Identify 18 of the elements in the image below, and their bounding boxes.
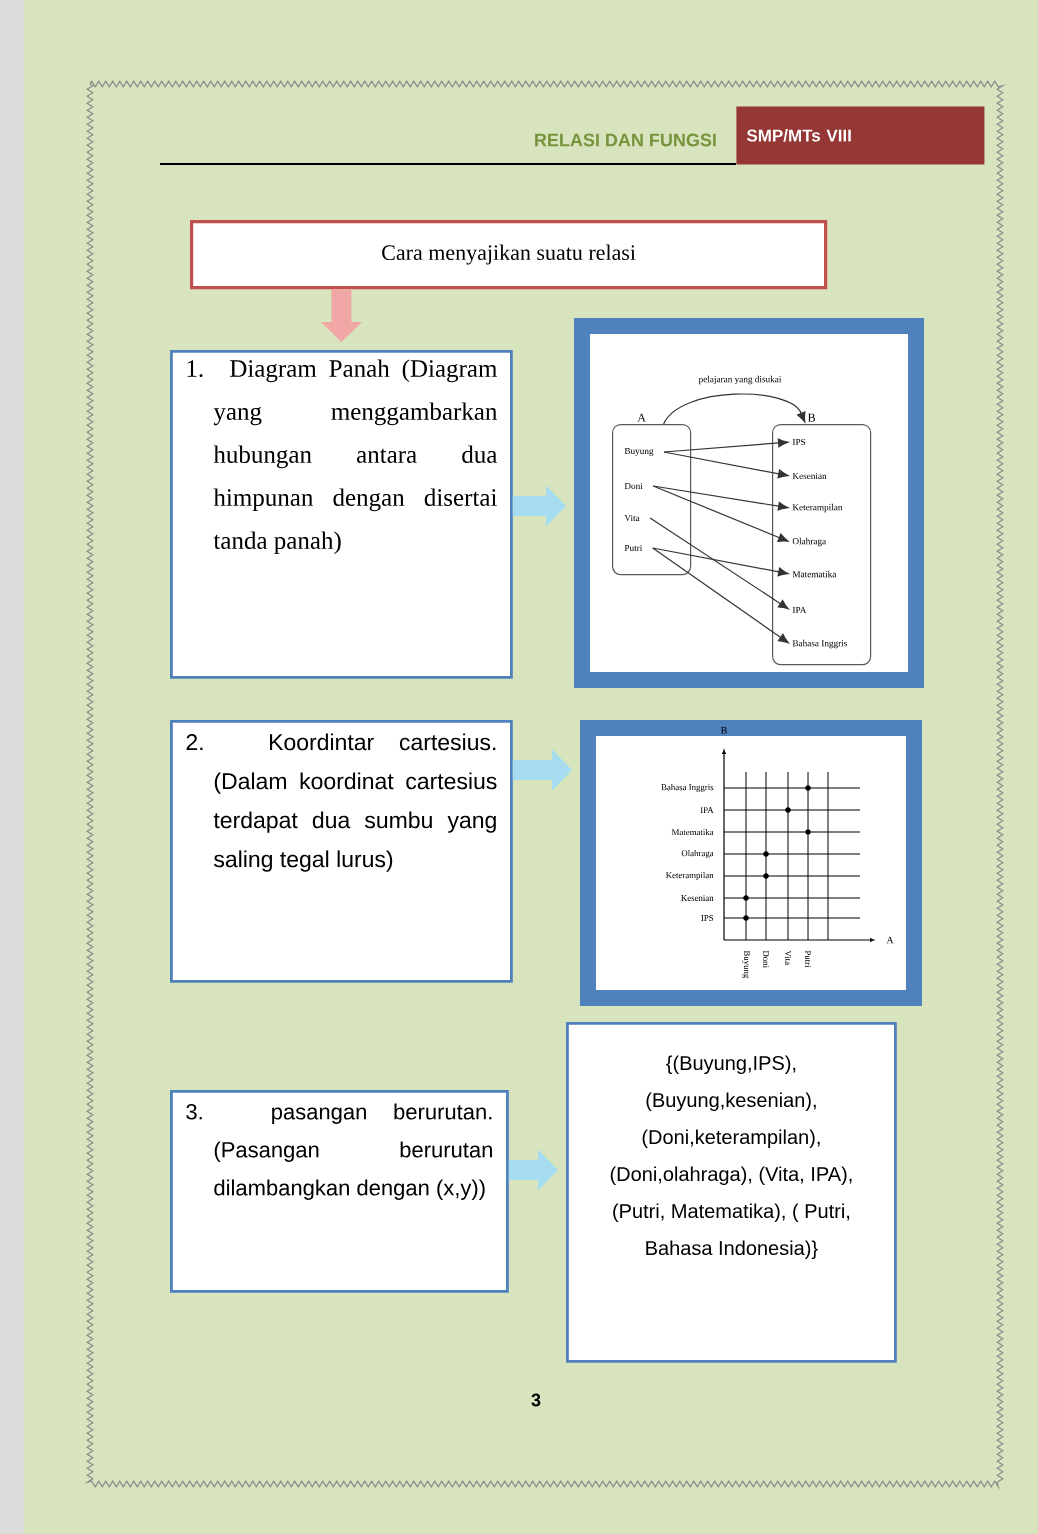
- picture-frame: [574, 318, 924, 688]
- header-title: RELASI DAN FUNGSI: [535, 133, 716, 147]
- arrow: [649, 517, 789, 610]
- text-box: {(Buyung,IPS), (Buyung,kesenian), (Doni,keterampilan), (Doni,olahraga), (Vita, IPA), (Putri, Matematika), ( Putri, Bahasa Indonesia)}: [566, 1022, 897, 1363]
- arrow: [663, 438, 789, 453]
- title-box: Cara menyajikan suatu relasi: [190, 220, 828, 290]
- header-tab: SMP/MTs VIII: [736, 106, 985, 165]
- arrow: [663, 451, 789, 479]
- text-box: 1. Diagram Panah (Diagram yang menggambarkan hubungan antara dua himpunan dengan disertai tanda panah): [170, 350, 513, 679]
- arrow: [652, 485, 789, 511]
- arrow: [652, 547, 789, 577]
- text-box: 3. pasangan berurutan. (Pasangan berurutan dilambangkan dengan (x,y)): [170, 1090, 509, 1293]
- curved-arrow: [663, 393, 806, 425]
- page-number: 3: [531, 1393, 541, 1407]
- text-box: 2. Koordintar cartesius. (Dalam koordinat cartesius terdapat dua sumbu yang saling tegal lurus): [170, 720, 513, 983]
- picture-frame: [580, 720, 922, 1006]
- arrow: [652, 547, 789, 644]
- arrow: [652, 485, 789, 542]
